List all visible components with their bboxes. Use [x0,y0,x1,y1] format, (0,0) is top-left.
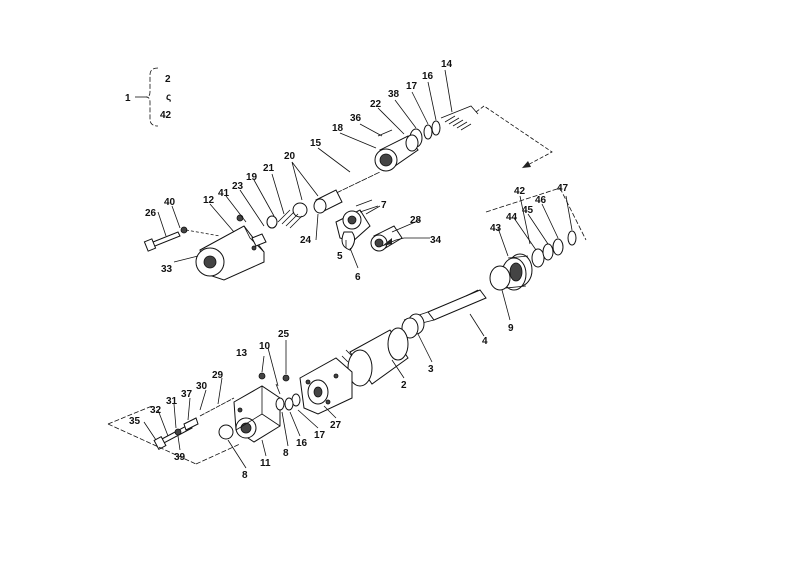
pin-10 [275,383,281,395]
label-26: 26 [145,208,157,219]
body-27 [299,357,353,415]
axis-line-bolt [185,229,221,237]
label-12: 12 [203,195,215,206]
spring-19 [266,209,303,229]
label-13: 13 [236,348,248,359]
label-17-upper: 17 [406,81,418,92]
ring-3 [401,313,425,339]
label-36: 36 [350,113,362,124]
label-38: 38 [388,89,400,100]
label-17-lower: 17 [314,430,326,441]
label-39: 39 [174,452,186,463]
ring-17 [423,124,433,140]
label-16-upper: 16 [422,71,434,82]
label-tilde-bracket: ς [166,92,171,103]
leader-lines [143,69,573,469]
label-27: 27 [330,420,342,431]
housing-12 [195,214,267,281]
plug-13 [258,372,266,380]
label-16-lower: 16 [296,438,308,449]
label-32: 32 [150,405,162,416]
label-28: 28 [410,215,422,226]
label-24: 24 [300,235,312,246]
label-23: 23 [232,181,244,192]
axis-line-upper [475,105,553,169]
label-1: 1 [125,93,131,104]
label-19: 19 [246,172,258,183]
label-30: 30 [196,381,208,392]
label-3: 3 [428,364,434,375]
label-14: 14 [441,59,453,70]
bracket-lower [107,405,241,465]
label-41: 41 [218,188,230,199]
ring-16 [431,120,441,136]
label-6: 6 [355,272,361,283]
plug-25 [282,374,290,382]
label-11: 11 [260,458,271,469]
arrow-34 [382,238,392,246]
bracket-group: 1 2 ς 42 [125,67,172,127]
fitting-28 [370,225,403,252]
ring-46 [552,238,564,256]
label-44: 44 [506,212,518,223]
label-8-bottom: 8 [242,470,248,481]
label-42-bracket: 42 [160,110,172,121]
label-8-lower: 8 [283,448,289,459]
label-33: 33 [161,264,173,275]
label-21: 21 [263,163,275,174]
rod-15 [329,171,381,197]
label-37: 37 [181,389,193,400]
label-10: 10 [259,341,271,352]
label-34: 34 [430,235,442,246]
rod-30 [199,397,235,417]
label-4: 4 [482,336,488,347]
oring-9 [489,265,511,291]
label-25: 25 [278,329,290,340]
label-22: 22 [370,99,382,110]
oring-8-lower [218,424,234,440]
label-43: 43 [490,223,502,234]
label-15: 15 [310,138,322,149]
label-40: 40 [164,197,176,208]
bolt-26 [143,226,188,252]
label-29: 29 [212,370,224,381]
bracket-42 [485,187,587,241]
bolt-35 [153,417,199,450]
ring-47 [567,230,577,246]
label-18: 18 [332,123,344,134]
label-20: 20 [284,151,296,162]
label-2-bracket: 2 [165,74,171,85]
label-9: 9 [508,323,514,334]
block-11 [233,385,281,443]
label-45: 45 [522,205,534,216]
cylinder-18 [374,134,419,172]
label-46: 46 [535,195,547,206]
valve-body-5 [335,199,379,251]
bracket-brace [145,67,159,127]
part-labels: 14 16 17 38 22 36 18 15 20 21 19 23 41 1… [129,59,569,481]
label-5-upper: 5 [337,251,343,262]
cylinder-2 [341,327,409,387]
label-2-lower: 2 [401,380,407,391]
label-7: 7 [381,200,387,211]
piston-43 [501,253,533,291]
axis-arrow [522,161,531,168]
ring-17-lower [284,397,294,411]
label-42: 42 [514,186,526,197]
ring-8 [275,397,285,411]
label-31: 31 [166,396,178,407]
ring-44 [531,248,545,268]
ring-45 [542,243,554,261]
spool-20 [292,189,343,218]
label-35: 35 [129,416,141,427]
label-47: 47 [557,183,569,194]
spring-14 [440,105,479,131]
